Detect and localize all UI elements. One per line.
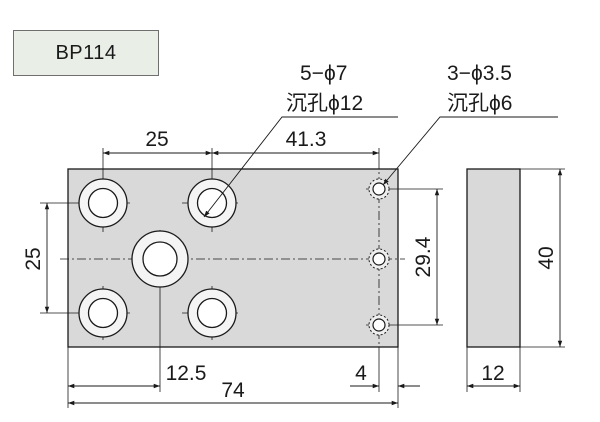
callout-pin-qty: 3−ϕ3.5 — [447, 62, 512, 85]
counterbore-hole-top-middle — [187, 178, 237, 228]
dim-thickness: 12 — [481, 362, 504, 385]
dim-hole-spacing-y: 25 — [22, 247, 45, 270]
plate-side-view — [466, 168, 521, 348]
dim-hole-to-edge: 41.3 — [286, 128, 327, 151]
counterbore-hole-top-left — [78, 178, 128, 228]
dimension-lines — [44, 150, 563, 406]
leader-lines — [203, 116, 558, 218]
extension-lines — [40, 148, 565, 408]
counterbore-hole-bottom-middle — [187, 288, 237, 338]
callout-counterbore-qty: 5−ϕ7 — [300, 62, 347, 85]
leader-counterbore — [203, 116, 398, 218]
pin-hole-bottom — [368, 314, 390, 336]
dim-hole-spacing-x: 25 — [145, 128, 168, 151]
dim-pin-edge-offset: 4 — [355, 362, 367, 385]
callout-pin-cb: 沉孔ϕ6 — [447, 92, 512, 115]
dim-height: 40 — [535, 246, 558, 269]
counterbore-hole-bottom-left — [78, 288, 128, 338]
dim-center-offset: 12.5 — [166, 362, 207, 385]
dim-overall-length: 74 — [221, 379, 245, 402]
pin-hole-middle — [368, 248, 390, 270]
dim-pin-spacing: 29.4 — [412, 236, 435, 277]
counterbore-hole-center — [131, 230, 189, 288]
part-number-label: BP114 — [13, 30, 159, 76]
leader-pin-holes — [382, 116, 558, 186]
callout-counterbore-cb: 沉孔ϕ12 — [286, 92, 363, 115]
